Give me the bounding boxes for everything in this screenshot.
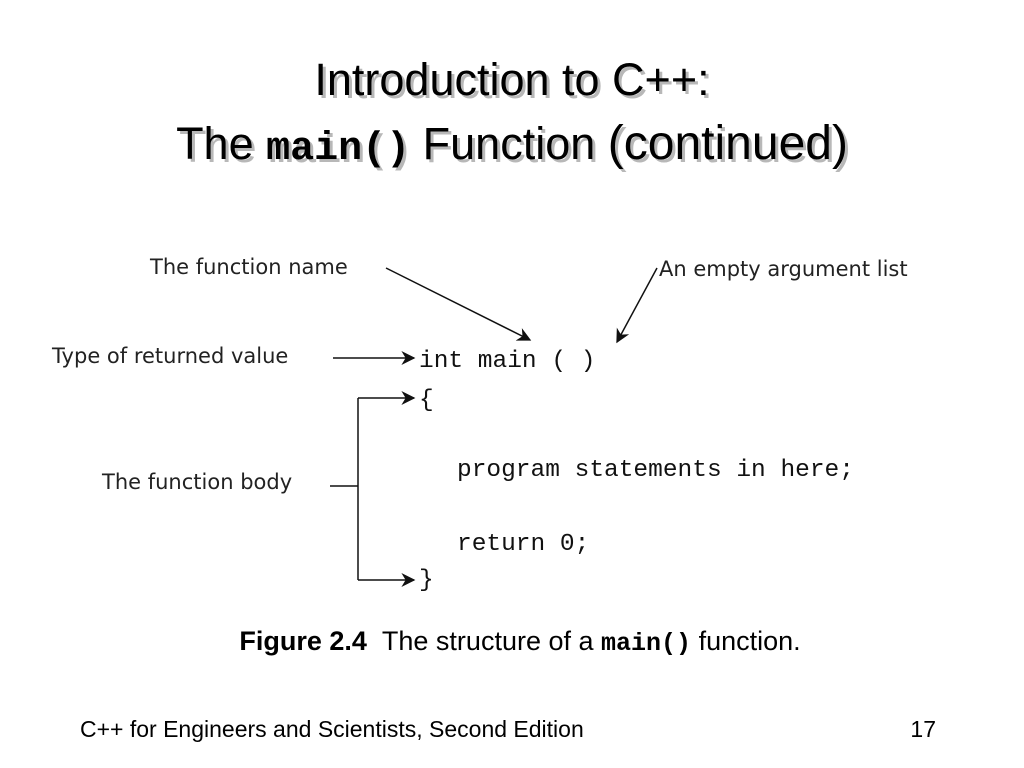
code-signature: int main ( ) — [419, 348, 595, 375]
figure-caption: Figure 2.4 The structure of a main() fun… — [0, 626, 1024, 658]
arrow-function-name — [385, 267, 532, 341]
title-prefix: The — [176, 118, 254, 169]
slide-title: Introduction to C++: The main() Function… — [0, 48, 1024, 182]
code-statements: program statements in here; — [457, 457, 854, 484]
title-word: Function — [422, 118, 596, 169]
title-line-1: Introduction to C++: — [314, 54, 710, 105]
code-close-brace: } — [419, 567, 434, 594]
footer-book-title: C++ for Engineers and Scientists, Second… — [80, 716, 584, 742]
label-function-name: The function name — [149, 255, 348, 279]
caption-code: main() — [601, 629, 692, 658]
title-code: main() — [266, 127, 411, 172]
code-open-brace: { — [419, 387, 434, 414]
caption-text-after: function. — [698, 626, 801, 656]
arrow-empty-argument-list — [616, 267, 658, 344]
label-returned-value-type: Type of returned value — [51, 344, 288, 368]
footer-page-number: 17 — [910, 716, 936, 742]
title-suffix: (continued) — [607, 117, 848, 170]
caption-text-before: The structure of a — [381, 626, 594, 656]
caption-figure-number: Figure 2.4 — [239, 626, 367, 656]
code-return-line: return 0; — [457, 531, 589, 558]
label-empty-argument-list: An empty argument list — [659, 257, 908, 281]
label-function-body: The function body — [101, 470, 292, 494]
title-line-2: The main() Function (continued) — [0, 112, 1024, 182]
